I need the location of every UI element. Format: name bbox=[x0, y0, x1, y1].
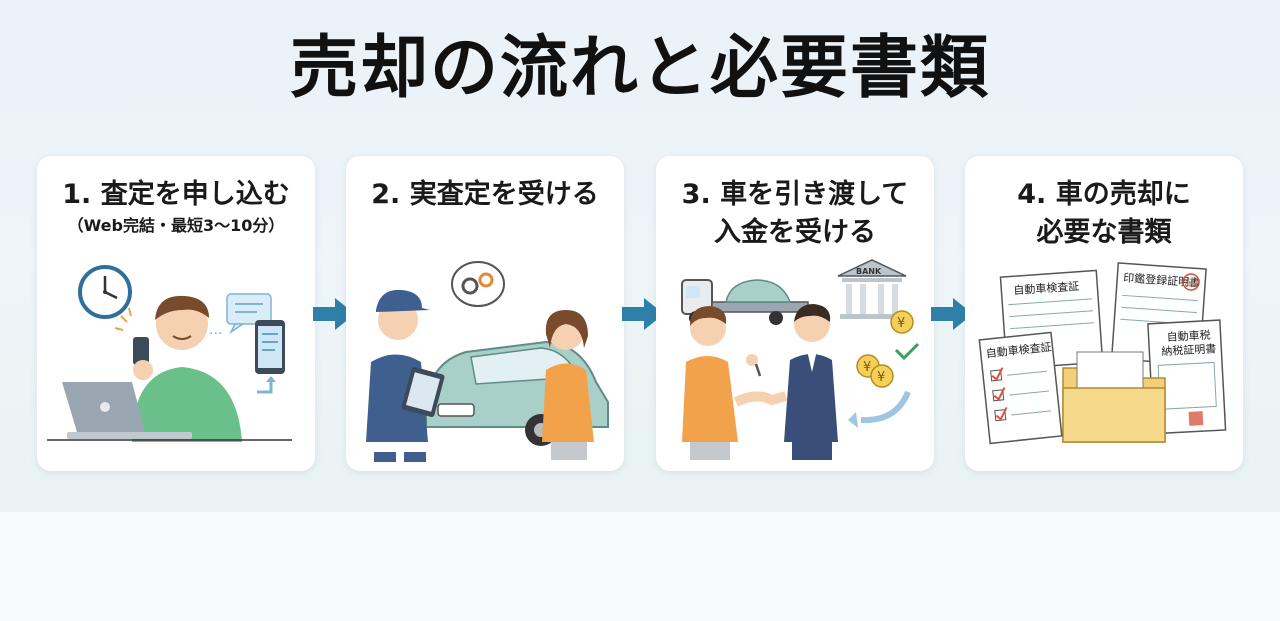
bank-label: BANK bbox=[856, 267, 882, 276]
step-1-subtitle: （Web完結・最短3〜10分） bbox=[67, 216, 285, 236]
handshake-icon bbox=[733, 391, 788, 407]
step-3-title: 3. 車を引き渡して 入金を受ける bbox=[656, 176, 934, 253]
svg-text:¥: ¥ bbox=[877, 370, 885, 385]
step-2-title: 2. 実査定を受ける bbox=[346, 176, 624, 214]
document-tax-icon: 自動車税 納税証明書 bbox=[1147, 319, 1227, 435]
seller-person bbox=[682, 306, 762, 460]
svg-text:自動車税: 自動車税 bbox=[1166, 328, 1211, 344]
step-2-heading: 2. 実査定を受ける bbox=[371, 179, 599, 210]
seal-stamp-icon: 証 bbox=[1182, 273, 1200, 291]
typing-dots: ... bbox=[209, 322, 222, 338]
step-4-title: 4. 車の売却に 必要な書類 bbox=[965, 176, 1243, 253]
handover-illustration: BANK ¥ ¥ ¥ bbox=[681, 259, 920, 460]
svg-text:自動車検査証: 自動車検査証 bbox=[985, 340, 1052, 361]
svg-text:¥: ¥ bbox=[897, 316, 905, 331]
svg-text:¥: ¥ bbox=[863, 360, 871, 375]
gear-icon bbox=[451, 261, 505, 307]
step-card-4: 4. 車の売却に 必要な書類 自動車検査証 印鑑登録証明書 自動車税 納税証明書 bbox=[965, 156, 1243, 471]
bank-icon: BANK bbox=[837, 259, 907, 319]
refresh-arrow-icon bbox=[860, 390, 911, 424]
buyer-person bbox=[733, 304, 838, 460]
step-3-heading-line2: 入金を受ける bbox=[714, 217, 876, 249]
person-with-phone bbox=[114, 295, 242, 442]
folder-icon bbox=[1062, 351, 1166, 443]
smartphone-icon bbox=[255, 320, 285, 374]
arrow-right-icon bbox=[931, 298, 973, 330]
step-card-3: 3. 車を引き渡して 入金を受ける BANK ¥ ¥ bbox=[656, 156, 934, 471]
step-1-heading: 1. 査定を申し込む bbox=[62, 179, 290, 210]
yen-coin-icon: ¥ ¥ ¥ bbox=[856, 310, 914, 388]
arrow-right-icon bbox=[313, 298, 355, 330]
step-4-heading-line2: 必要な書類 bbox=[1036, 217, 1172, 249]
key-icon bbox=[754, 363, 762, 377]
svg-text:納税証明書: 納税証明書 bbox=[1161, 341, 1217, 358]
mechanic-person bbox=[366, 289, 445, 462]
page-title: 売却の流れと必要書類 bbox=[289, 29, 990, 108]
documents-illustration: 自動車検査証 印鑑登録証明書 自動車税 納税証明書 bbox=[978, 262, 1227, 445]
online-application-illustration: ... bbox=[47, 265, 292, 442]
arrow-right-icon bbox=[622, 298, 664, 330]
inspection-illustration bbox=[366, 261, 609, 462]
svg-text:証: 証 bbox=[1184, 276, 1195, 289]
flow-arrow-icon bbox=[257, 380, 273, 394]
laptop-icon bbox=[47, 382, 292, 441]
chat-bubble-icon bbox=[226, 293, 272, 335]
svg-text:印鑑登録証明書: 印鑑登録証明書 bbox=[1123, 270, 1201, 289]
svg-text:自動車検査証: 自動車検査証 bbox=[1013, 279, 1080, 298]
customer-person bbox=[542, 310, 594, 460]
step-card-2: 2. 実査定を受ける bbox=[346, 156, 624, 471]
step-card-1: 1. 査定を申し込む （Web完結・最短3〜10分） ... bbox=[37, 156, 315, 471]
document-shaken-small-icon: 自動車検査証 bbox=[978, 331, 1063, 445]
clock-icon bbox=[78, 265, 132, 319]
step-4-heading-line1: 4. 車の売却に bbox=[1017, 179, 1191, 210]
check-icon bbox=[894, 342, 920, 361]
step-3-heading-line1: 3. 車を引き渡して bbox=[681, 179, 909, 210]
step-1-title: 1. 査定を申し込む （Web完結・最短3〜10分） bbox=[37, 176, 315, 238]
